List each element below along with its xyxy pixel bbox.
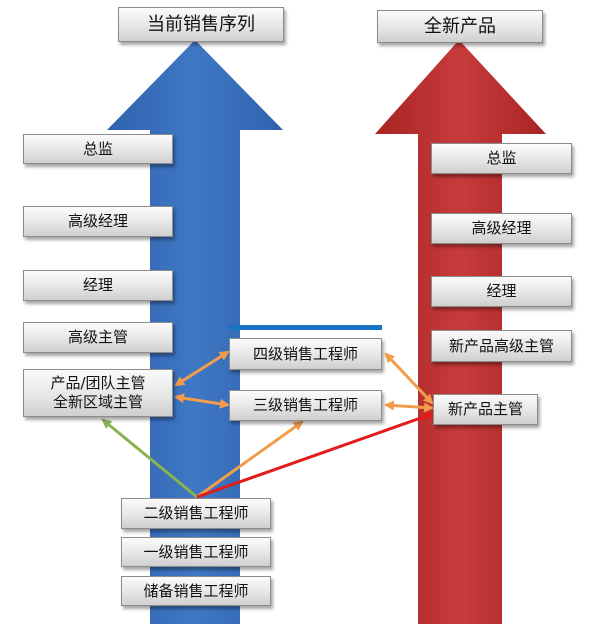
right-manager-box: 经理 — [431, 276, 572, 307]
level3-engineer-box: 三级销售工程师 — [229, 390, 382, 421]
new-product-supervisor-box: 新产品主管 — [433, 394, 538, 425]
orange-connector-arrow-5 — [384, 400, 434, 413]
product-supervisor-box: 产品/团队主管 全新区域主管 — [23, 369, 173, 417]
red-connector-arrow — [196, 411, 434, 499]
left-track-title: 当前销售序列 — [118, 7, 284, 42]
orange-connector-arrow-4 — [384, 352, 434, 405]
green-connector-arrow — [101, 418, 198, 499]
orange-connector-arrow-1 — [196, 420, 304, 499]
divider-line — [228, 325, 382, 330]
orange-connector-arrow-2 — [174, 350, 230, 387]
new-product-senior-supervisor-box: 新产品高级主管 — [431, 330, 572, 362]
left-senior-supervisor-box: 高级主管 — [23, 322, 173, 353]
level1-engineer-box: 一级销售工程师 — [121, 537, 271, 567]
left-director-box: 总监 — [23, 134, 173, 164]
right-track-title: 全新产品 — [377, 10, 543, 43]
orange-connector-arrow-3 — [174, 393, 230, 409]
left-track-arrow — [107, 40, 283, 624]
right-senior-manager-box: 高级经理 — [431, 213, 572, 244]
reserve-engineer-box: 储备销售工程师 — [121, 576, 271, 606]
level4-engineer-box: 四级销售工程师 — [229, 338, 382, 370]
right-director-box: 总监 — [431, 143, 572, 174]
level2-engineer-box: 二级销售工程师 — [121, 498, 271, 529]
left-senior-manager-box: 高级经理 — [23, 206, 173, 237]
left-manager-box: 经理 — [23, 270, 173, 301]
